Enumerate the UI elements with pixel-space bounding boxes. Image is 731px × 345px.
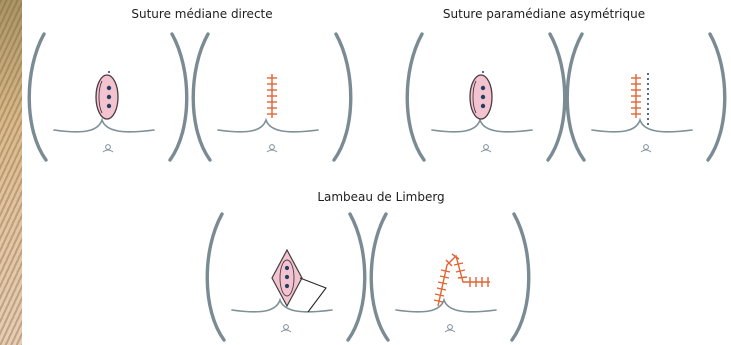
midline-suture [267, 74, 277, 118]
panel-mediane-after [193, 34, 351, 160]
flap-outline-lines [300, 278, 326, 312]
panel-limberg-after [371, 214, 529, 340]
paramedian-suture [631, 74, 641, 118]
panel-limberg-before [207, 214, 365, 340]
pilonidal-lesion [96, 71, 118, 119]
panel-paramediane-before [407, 34, 565, 160]
midline-dotted-scar [647, 73, 649, 125]
pilonidal-lesion [470, 71, 492, 119]
panel-paramediane-after [567, 34, 725, 160]
panel-mediane-before [29, 34, 187, 160]
limberg-suture [434, 254, 490, 306]
